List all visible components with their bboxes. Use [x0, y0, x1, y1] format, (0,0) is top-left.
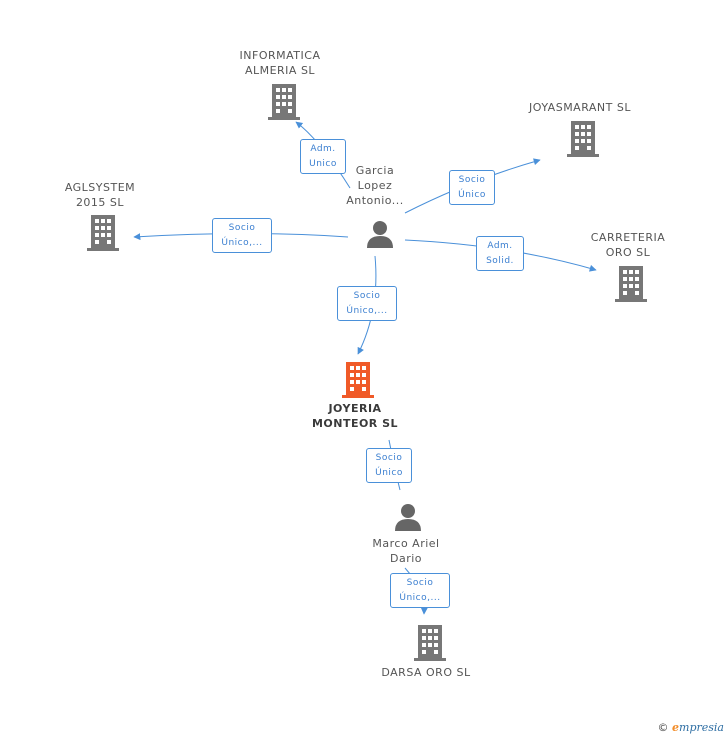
node-label-carreteria: CARRETERIA ORO SL [590, 231, 666, 259]
node-label-garcia: Garcia Lopez Antonio... [346, 164, 404, 207]
building-icon-joyasmarant[interactable] [567, 121, 599, 157]
building-icon-joyeria[interactable] [342, 362, 374, 398]
node-label-marco: Marco Ariel Dario [372, 537, 440, 565]
edge-label-socio-unico-aglsystem: Socio Único,... [212, 218, 272, 253]
node-label-joyasmarant: JOYASMARANT SL [529, 101, 631, 114]
footer-brand: © empresia [658, 721, 724, 734]
empresia-logo-text: mpresia [679, 721, 724, 734]
person-icon-marco[interactable] [393, 502, 423, 532]
edge-label-socio-unico-joyeria: Socio Único,... [337, 286, 397, 321]
empresia-logo[interactable]: empresia [672, 721, 724, 734]
copyright-symbol: © [657, 721, 669, 734]
empresia-logo-e: e [672, 721, 680, 734]
building-icon-aglsystem[interactable] [87, 215, 119, 251]
building-icon-darsa[interactable] [414, 625, 446, 661]
person-icon-garcia[interactable] [365, 219, 395, 249]
node-label-informatica: INFORMATICA ALMERIA SL [239, 49, 321, 77]
node-label-joyeria: JOYERIA MONTEOR SL [311, 402, 399, 430]
building-icon-informatica[interactable] [268, 84, 300, 120]
edge-label-socio-unico-darsa: Socio Único,... [390, 573, 450, 608]
node-label-aglsystem: AGLSYSTEM 2015 SL [64, 181, 136, 209]
building-icon-carreteria[interactable] [615, 266, 647, 302]
node-label-darsa: DARSA ORO SL [381, 666, 471, 679]
edge-label-socio-unico-marco: Socio Único [366, 448, 412, 483]
edge-label-adm-unico: Adm. Unico [300, 139, 346, 174]
edge-label-socio-unico-joyasmarant: Socio Único [449, 170, 495, 205]
edge-label-adm-solid: Adm. Solid. [476, 236, 524, 271]
